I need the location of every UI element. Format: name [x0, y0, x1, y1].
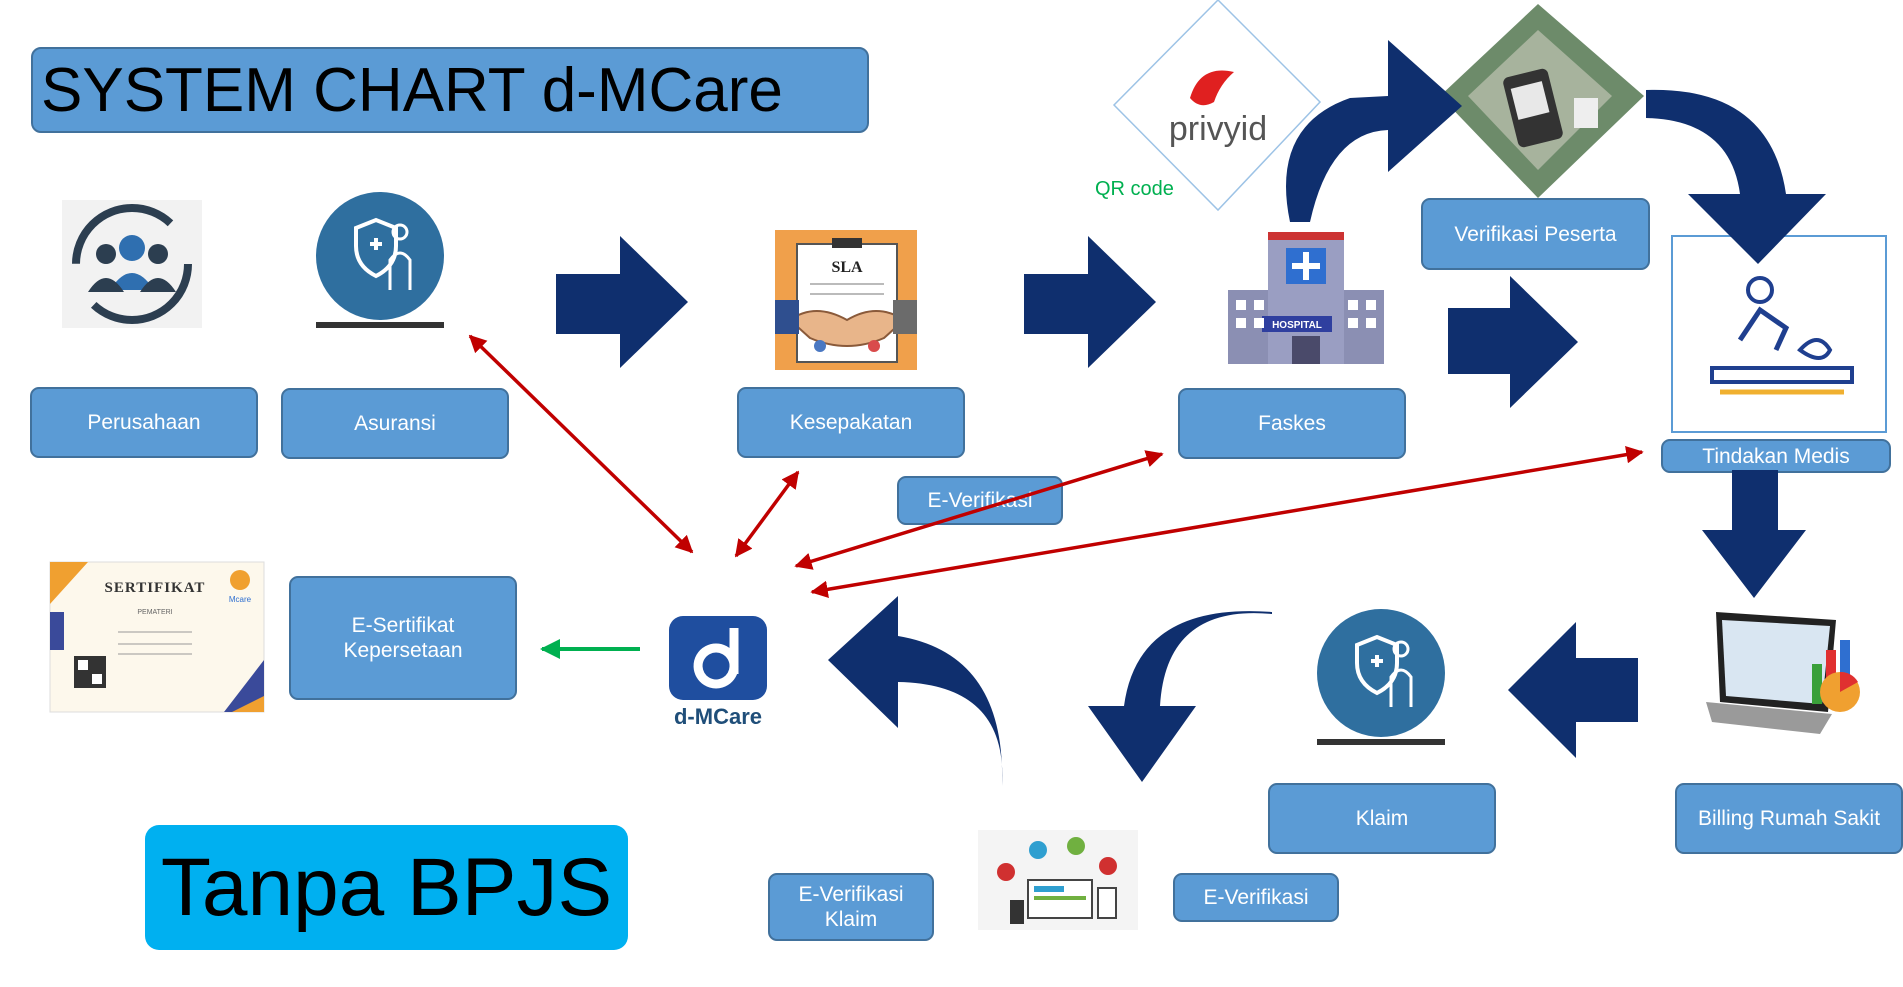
- medical-treatment-icon: [1671, 235, 1887, 433]
- dmcare-label: d-MCare: [673, 704, 762, 729]
- flow-arrow-billing-klaim: [1508, 622, 1638, 758]
- certificate-subtitle: PEMATERI: [137, 609, 172, 616]
- link-kesepakatan-dmcare: [734, 470, 800, 558]
- flow-arrows: [556, 40, 1826, 786]
- phone-qr-scan-photo: [1440, 4, 1644, 198]
- verification-links: [468, 334, 1644, 599]
- tanpa-bpjs-label: Tanpa BPJS: [145, 825, 628, 950]
- klaim-family-shield-icon: [1317, 609, 1445, 745]
- link-asuransi-dmcare: [468, 334, 694, 554]
- privyid-text: privyid: [1169, 110, 1267, 148]
- node-e-sertifikat: E-Sertifikat Kepersetaan: [289, 576, 517, 700]
- sla-text: SLA: [831, 259, 863, 276]
- privyid-logo: privyid: [1112, 0, 1322, 212]
- billing-laptop-chart-icon: [1706, 612, 1860, 734]
- node-klaim: Klaim: [1268, 783, 1496, 854]
- web-app-devices-icon: [978, 830, 1138, 930]
- sla-agreement-icon: SLA: [775, 230, 917, 370]
- node-e-verifikasi-klaim: E-Verifikasi Klaim: [768, 873, 934, 941]
- node-billing: Billing Rumah Sakit: [1675, 783, 1903, 854]
- node-e-verifikasi-bottom: E-Verifikasi: [1173, 873, 1339, 922]
- dmcare-logo-icon: [669, 616, 767, 700]
- qr-code-label: QR code: [1095, 178, 1174, 200]
- node-verifikasi-peserta: Verifikasi Peserta: [1421, 198, 1650, 270]
- link-tindakan-dmcare: [810, 445, 1644, 599]
- flow-arrow-tindakan-billing: [1702, 470, 1806, 598]
- certificate-logo: Mcare: [229, 595, 252, 604]
- flow-arrow-klaim-everifikasi: [1088, 611, 1272, 782]
- flow-arrow-asuransi-kesepakatan: [556, 236, 688, 368]
- diagram-title: SYSTEM CHART d-MCare: [31, 47, 869, 133]
- flow-arrow-faskes-tindakan: [1448, 276, 1578, 408]
- flow-arrow-kesepakatan-faskes: [1024, 236, 1156, 368]
- certificate-title: SERTIFIKAT: [105, 580, 206, 596]
- flow-arrow-everifikasi-dmcare: [828, 596, 1003, 786]
- flow-arrow-verifikasi-tindakan: [1646, 89, 1826, 264]
- flow-arrow-faskes-verifikasi: [1286, 40, 1462, 222]
- asuransi-family-shield-icon: [316, 192, 444, 328]
- hospital-text: HOSPITAL: [1272, 320, 1322, 331]
- perusahaan-group-icon: [62, 200, 202, 328]
- certificate-image: SERTIFIKAT PEMATERI Mcare: [49, 561, 265, 713]
- hospital-icon: HOSPITAL: [1228, 232, 1384, 364]
- link-faskes-dmcare: [794, 450, 1164, 570]
- node-perusahaan: Perusahaan: [30, 387, 258, 458]
